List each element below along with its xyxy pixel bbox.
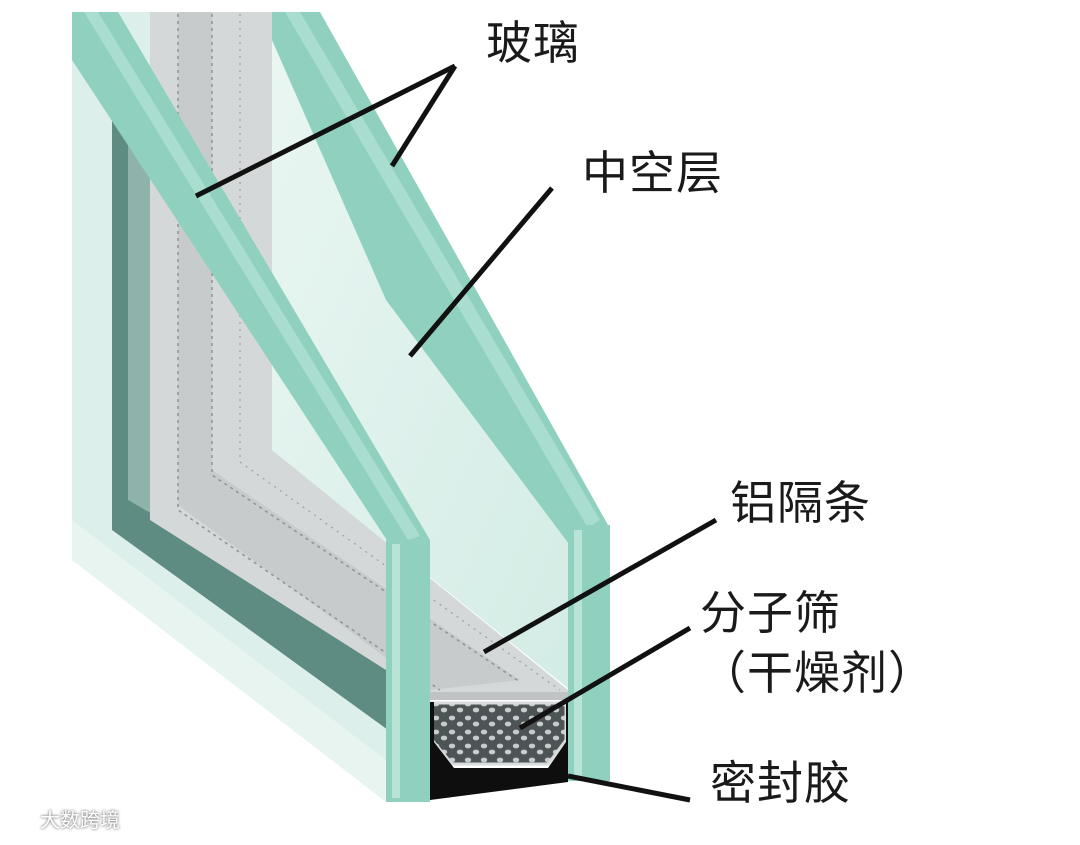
label-molecular-sieve: 分子筛 [700, 590, 841, 636]
label-desiccant: （干燥剂） [700, 650, 935, 696]
label-glass: 玻璃 [486, 20, 580, 66]
leader-sealant [568, 776, 690, 800]
watermark: 大数跨境 [4, 801, 120, 835]
back-glass-section-shine [392, 544, 400, 798]
spacer-section-top [430, 692, 568, 700]
front-glass-section-shine [574, 530, 582, 776]
label-air-layer: 中空层 [582, 150, 723, 196]
label-sealant: 密封胶 [710, 760, 851, 806]
watermark-text: 大数跨境 [40, 804, 120, 833]
watermark-logo-icon [4, 807, 34, 829]
label-aluminum-spacer: 铝隔条 [730, 480, 871, 526]
